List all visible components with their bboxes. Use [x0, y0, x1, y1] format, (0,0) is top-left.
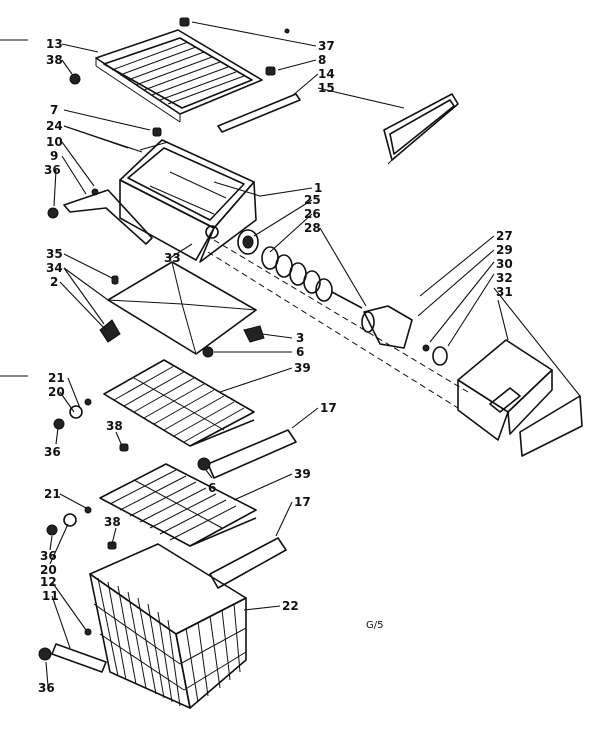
clip-37 — [179, 17, 190, 27]
callout-7: 7 — [50, 103, 58, 117]
rod-17-lower — [209, 537, 287, 589]
callout-36: 36 — [40, 549, 57, 563]
callout-27: 27 — [496, 229, 513, 243]
bracket-3 — [243, 325, 265, 343]
callout-17: 17 — [320, 401, 337, 415]
callout-33: 33 — [164, 251, 181, 265]
cover-32 — [519, 395, 583, 457]
drip-tray-2 — [107, 261, 257, 355]
callout-1: 1 — [314, 181, 322, 195]
auger-coupling-27 — [361, 305, 413, 349]
screw-36-bottom — [38, 647, 52, 661]
callout-36: 36 — [38, 681, 55, 695]
callout-25: 25 — [304, 193, 321, 207]
callout-17: 17 — [294, 495, 311, 509]
nut-29-30 — [422, 344, 448, 366]
callout-labels: 13 38 37 8 14 15 7 24 10 9 36 1 25 26 28… — [38, 37, 513, 695]
clip-6-upper — [202, 346, 214, 358]
clip-8 — [265, 66, 276, 76]
callout-37: 37 — [318, 39, 335, 53]
panel-15 — [383, 93, 459, 165]
callout-36: 36 — [44, 445, 61, 459]
callout-36: 36 — [44, 163, 61, 177]
ice-housing-24 — [119, 139, 257, 263]
wire-basket-22 — [89, 543, 247, 709]
bracket-10 — [63, 189, 153, 245]
callout-24: 24 — [46, 119, 63, 133]
callout-39: 39 — [294, 467, 311, 481]
callout-29: 29 — [496, 243, 513, 257]
callout-20: 20 — [48, 385, 65, 399]
bracket-34 — [99, 319, 121, 343]
callout-31: 31 — [496, 285, 513, 299]
callout-3: 3 — [296, 331, 304, 345]
leader-lines — [45, 21, 581, 687]
callout-34: 34 — [46, 261, 63, 275]
callout-21: 21 — [48, 371, 65, 385]
callout-10: 10 — [46, 135, 63, 149]
wire-shelf-39-upper — [103, 359, 255, 447]
callout-38: 38 — [106, 419, 123, 433]
callout-9: 9 — [50, 149, 58, 163]
callout-6: 6 — [208, 481, 216, 495]
callout-11: 11 — [42, 589, 59, 603]
callout-28: 28 — [304, 221, 321, 235]
callout-13: 13 — [46, 37, 63, 51]
bearing-25 — [237, 229, 259, 255]
callout-38: 38 — [46, 53, 63, 67]
callout-32: 32 — [496, 271, 513, 285]
callout-6: 6 — [296, 345, 304, 359]
bushing-20-upper — [69, 405, 83, 419]
screw-35 — [111, 275, 119, 285]
screw-36-mid — [53, 418, 65, 430]
callout-2: 2 — [50, 275, 58, 289]
callout-15: 15 — [318, 81, 335, 95]
screw-38-top — [69, 73, 81, 85]
clip-21-lower — [84, 506, 92, 514]
callout-21: 21 — [44, 487, 61, 501]
diagram-code: G/5 — [366, 620, 383, 631]
wire-shelf-39-lower — [99, 463, 257, 547]
screw-36-upper — [47, 207, 59, 219]
screw-7 — [152, 127, 162, 137]
callout-30: 30 — [496, 257, 513, 271]
clip-21-upper — [84, 398, 92, 406]
callout-12: 12 — [40, 575, 57, 589]
screw-36-lower — [46, 524, 58, 536]
motor-housing-31 — [457, 339, 553, 441]
callout-35: 35 — [46, 247, 63, 261]
screw-12 — [84, 628, 92, 636]
rod-17-upper — [207, 429, 297, 479]
centerline-lower — [207, 251, 459, 409]
top-wire-shelf — [95, 29, 263, 123]
clip-6-lower — [197, 457, 211, 471]
callout-14: 14 — [318, 67, 335, 81]
callout-8: 8 — [318, 53, 326, 67]
callout-20: 20 — [40, 563, 57, 577]
stray-dot — [284, 28, 290, 34]
auger-spring-26 — [261, 246, 363, 309]
shelf-rod-14 — [217, 93, 301, 133]
callout-22: 22 — [282, 599, 299, 613]
bushing-20-lower — [63, 513, 77, 527]
handle-11 — [51, 643, 107, 673]
callout-26: 26 — [304, 207, 321, 221]
callout-38: 38 — [104, 515, 121, 529]
callout-39: 39 — [294, 361, 311, 375]
